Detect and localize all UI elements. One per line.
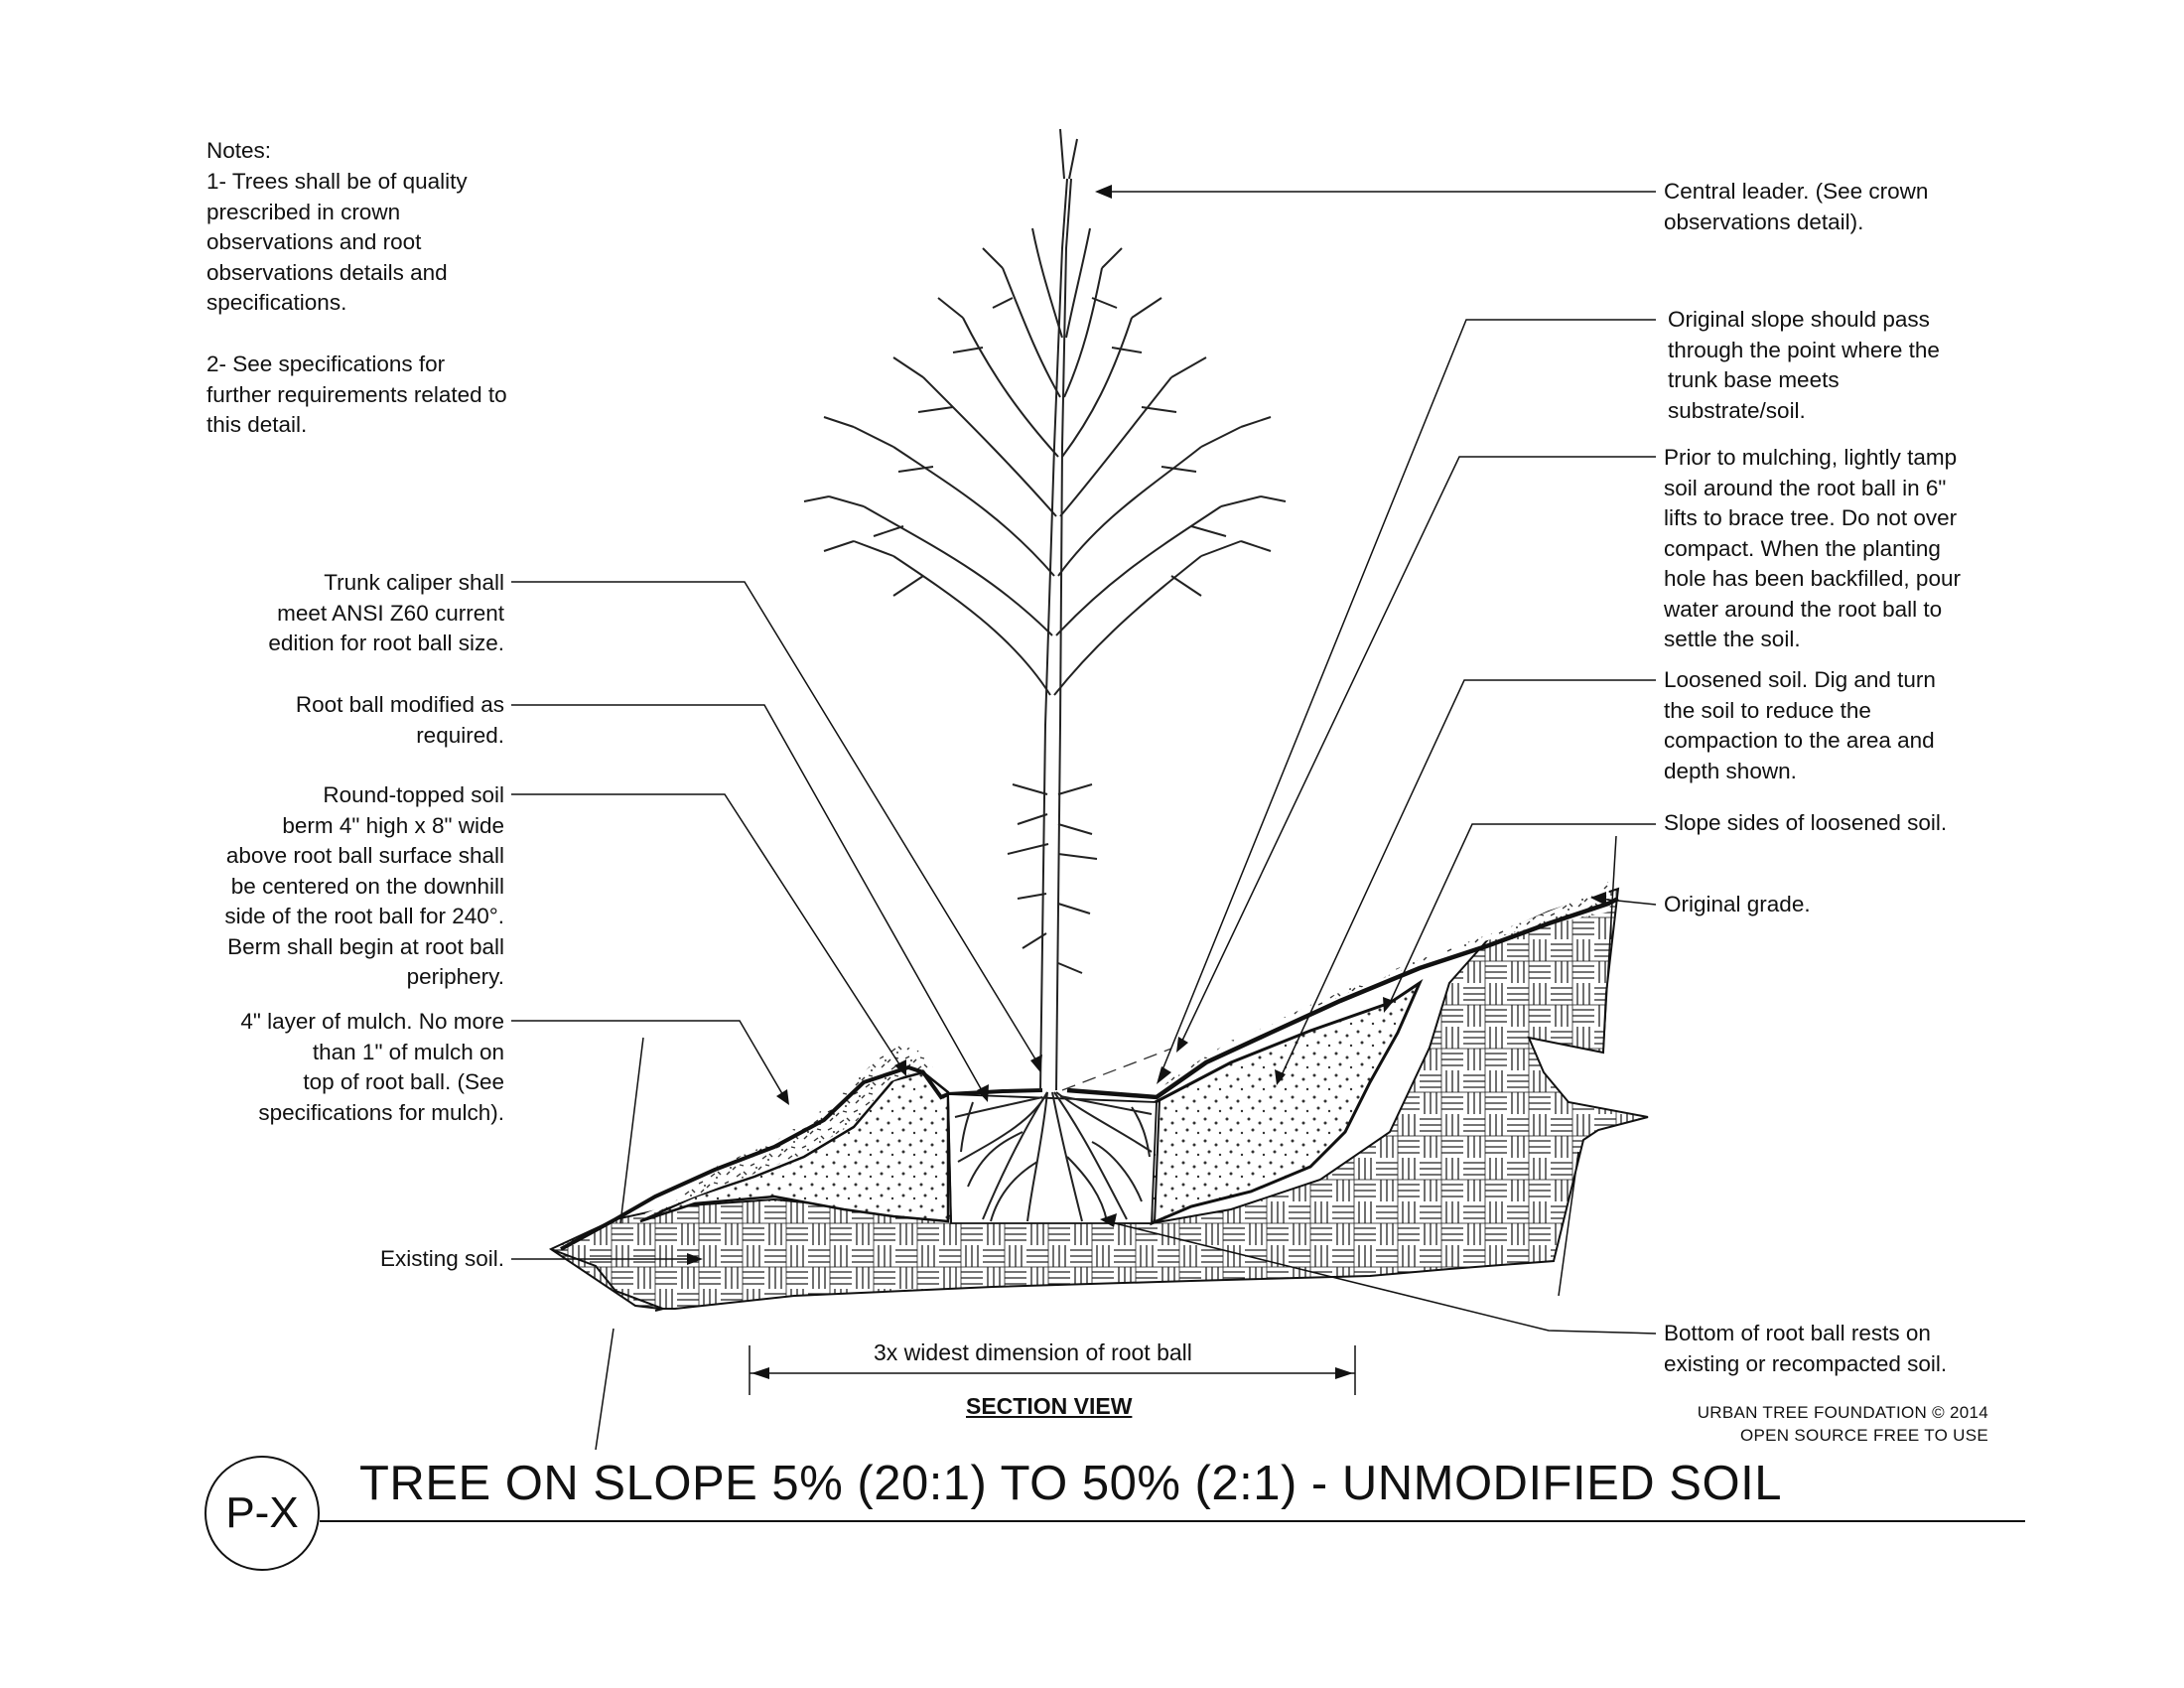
original-grade-dashed (1061, 1048, 1172, 1091)
detail-id-label: P-X (225, 1488, 299, 1537)
callout-mulch-layer: 4" layer of mulch. No more than 1" of mu… (240, 1009, 504, 1125)
leader-lines (511, 191, 1657, 1335)
notes-heading: Notes: (206, 138, 272, 163)
callout-root-ball-bottom: Bottom of root ball rests on existing or… (1664, 1321, 1948, 1376)
tree (803, 128, 1287, 1091)
credit-line-1: URBAN TREE FOUNDATION © 2014 (1697, 1403, 1988, 1422)
note-1: 1- Trees shall be of quality prescribed … (206, 169, 468, 315)
dimension-label: 3x widest dimension of root ball (874, 1339, 1192, 1365)
section-view-label: SECTION VIEW (966, 1393, 1133, 1419)
right-boundary-line (1602, 835, 1617, 1054)
mulch-layer-right (1161, 882, 1610, 1087)
left-boundary-line (619, 1037, 644, 1224)
loosened-soil-right (1150, 978, 1424, 1226)
dimension-line (749, 1345, 1356, 1395)
callout-tamp-soil: Prior to mulching, lightly tamp soil aro… (1664, 445, 1961, 651)
existing-soil-left-edge (550, 1248, 664, 1310)
callout-root-ball-modified: Root ball modified as required. (295, 692, 504, 748)
existing-soil-hatch (548, 887, 1649, 1310)
callout-soil-berm: Round-topped soil berm 4" high x 8" wide… (224, 782, 504, 989)
callout-trunk-caliper: Trunk caliper shall meet ANSI Z60 curren… (268, 570, 504, 655)
root-system (954, 1091, 1153, 1222)
note-2: 2- See specifications for further requir… (206, 352, 507, 437)
drawing-title: TREE ON SLOPE 5% (20:1) TO 50% (2:1) - U… (359, 1457, 1782, 1510)
callout-existing-soil: Existing soil. (379, 1246, 504, 1271)
callout-slope-sides: Slope sides of loosened soil. (1664, 810, 1948, 835)
credit-line-2: OPEN SOURCE FREE TO USE (1740, 1426, 1988, 1445)
callout-loosened-soil: Loosened soil. Dig and turn the soil to … (1664, 667, 1936, 783)
mulch-layer-left (645, 1045, 933, 1216)
arrowheads (687, 185, 1606, 1265)
root-ball (947, 1093, 1158, 1224)
detail-id-circle: P-X (205, 1456, 320, 1571)
finish-grade-right (1066, 896, 1620, 1100)
callout-central-leader: Central leader. (See crown observations … (1664, 179, 1929, 234)
loosened-soil-left (639, 1070, 950, 1223)
callout-original-grade: Original grade. (1664, 892, 1811, 916)
callout-original-slope: Original slope should pass through the p… (1668, 307, 1940, 423)
